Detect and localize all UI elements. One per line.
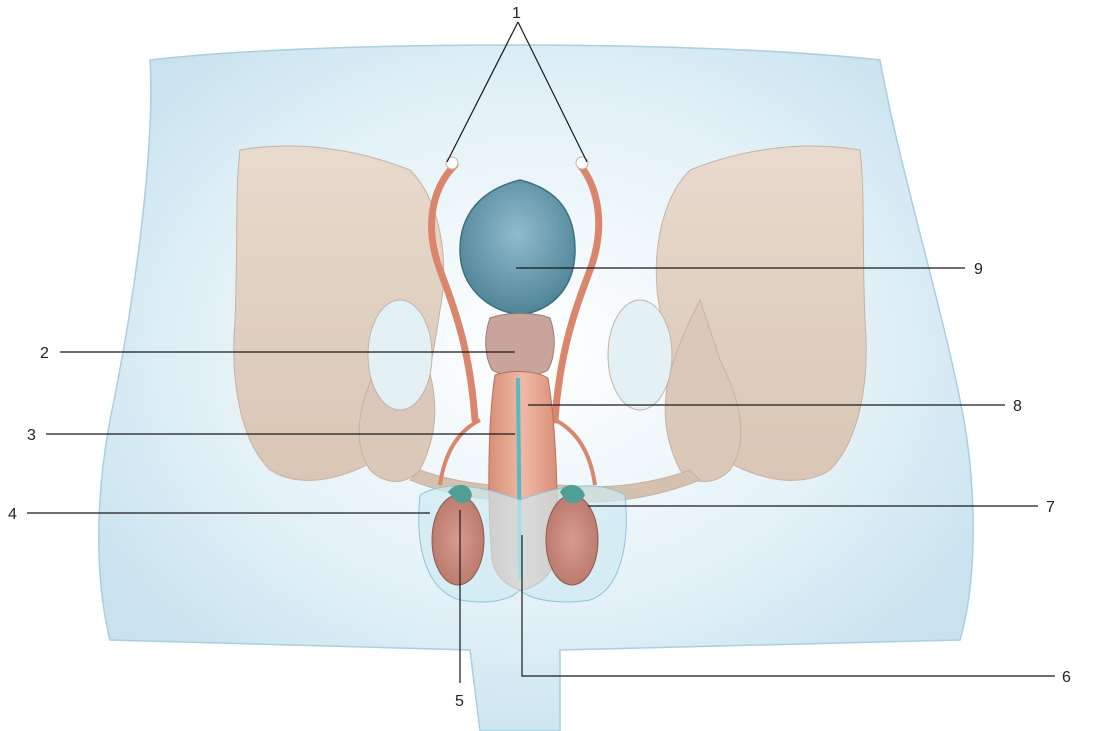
obturator-foramen-right bbox=[608, 300, 672, 410]
label-4: 4 bbox=[8, 506, 17, 523]
label-1: 1 bbox=[512, 5, 521, 22]
ureter-opening-left bbox=[446, 157, 458, 169]
label-5: 5 bbox=[455, 693, 464, 710]
label-9: 9 bbox=[974, 261, 983, 278]
prostate-gland bbox=[486, 314, 555, 377]
testis-left bbox=[432, 495, 484, 585]
label-3: 3 bbox=[27, 427, 36, 444]
label-6: 6 bbox=[1062, 669, 1071, 686]
label-2: 2 bbox=[40, 345, 49, 362]
label-7: 7 bbox=[1046, 499, 1055, 516]
testis-right bbox=[546, 495, 598, 585]
obturator-foramen-left bbox=[368, 300, 432, 410]
label-8: 8 bbox=[1013, 398, 1022, 415]
ureter-opening-right bbox=[576, 157, 588, 169]
